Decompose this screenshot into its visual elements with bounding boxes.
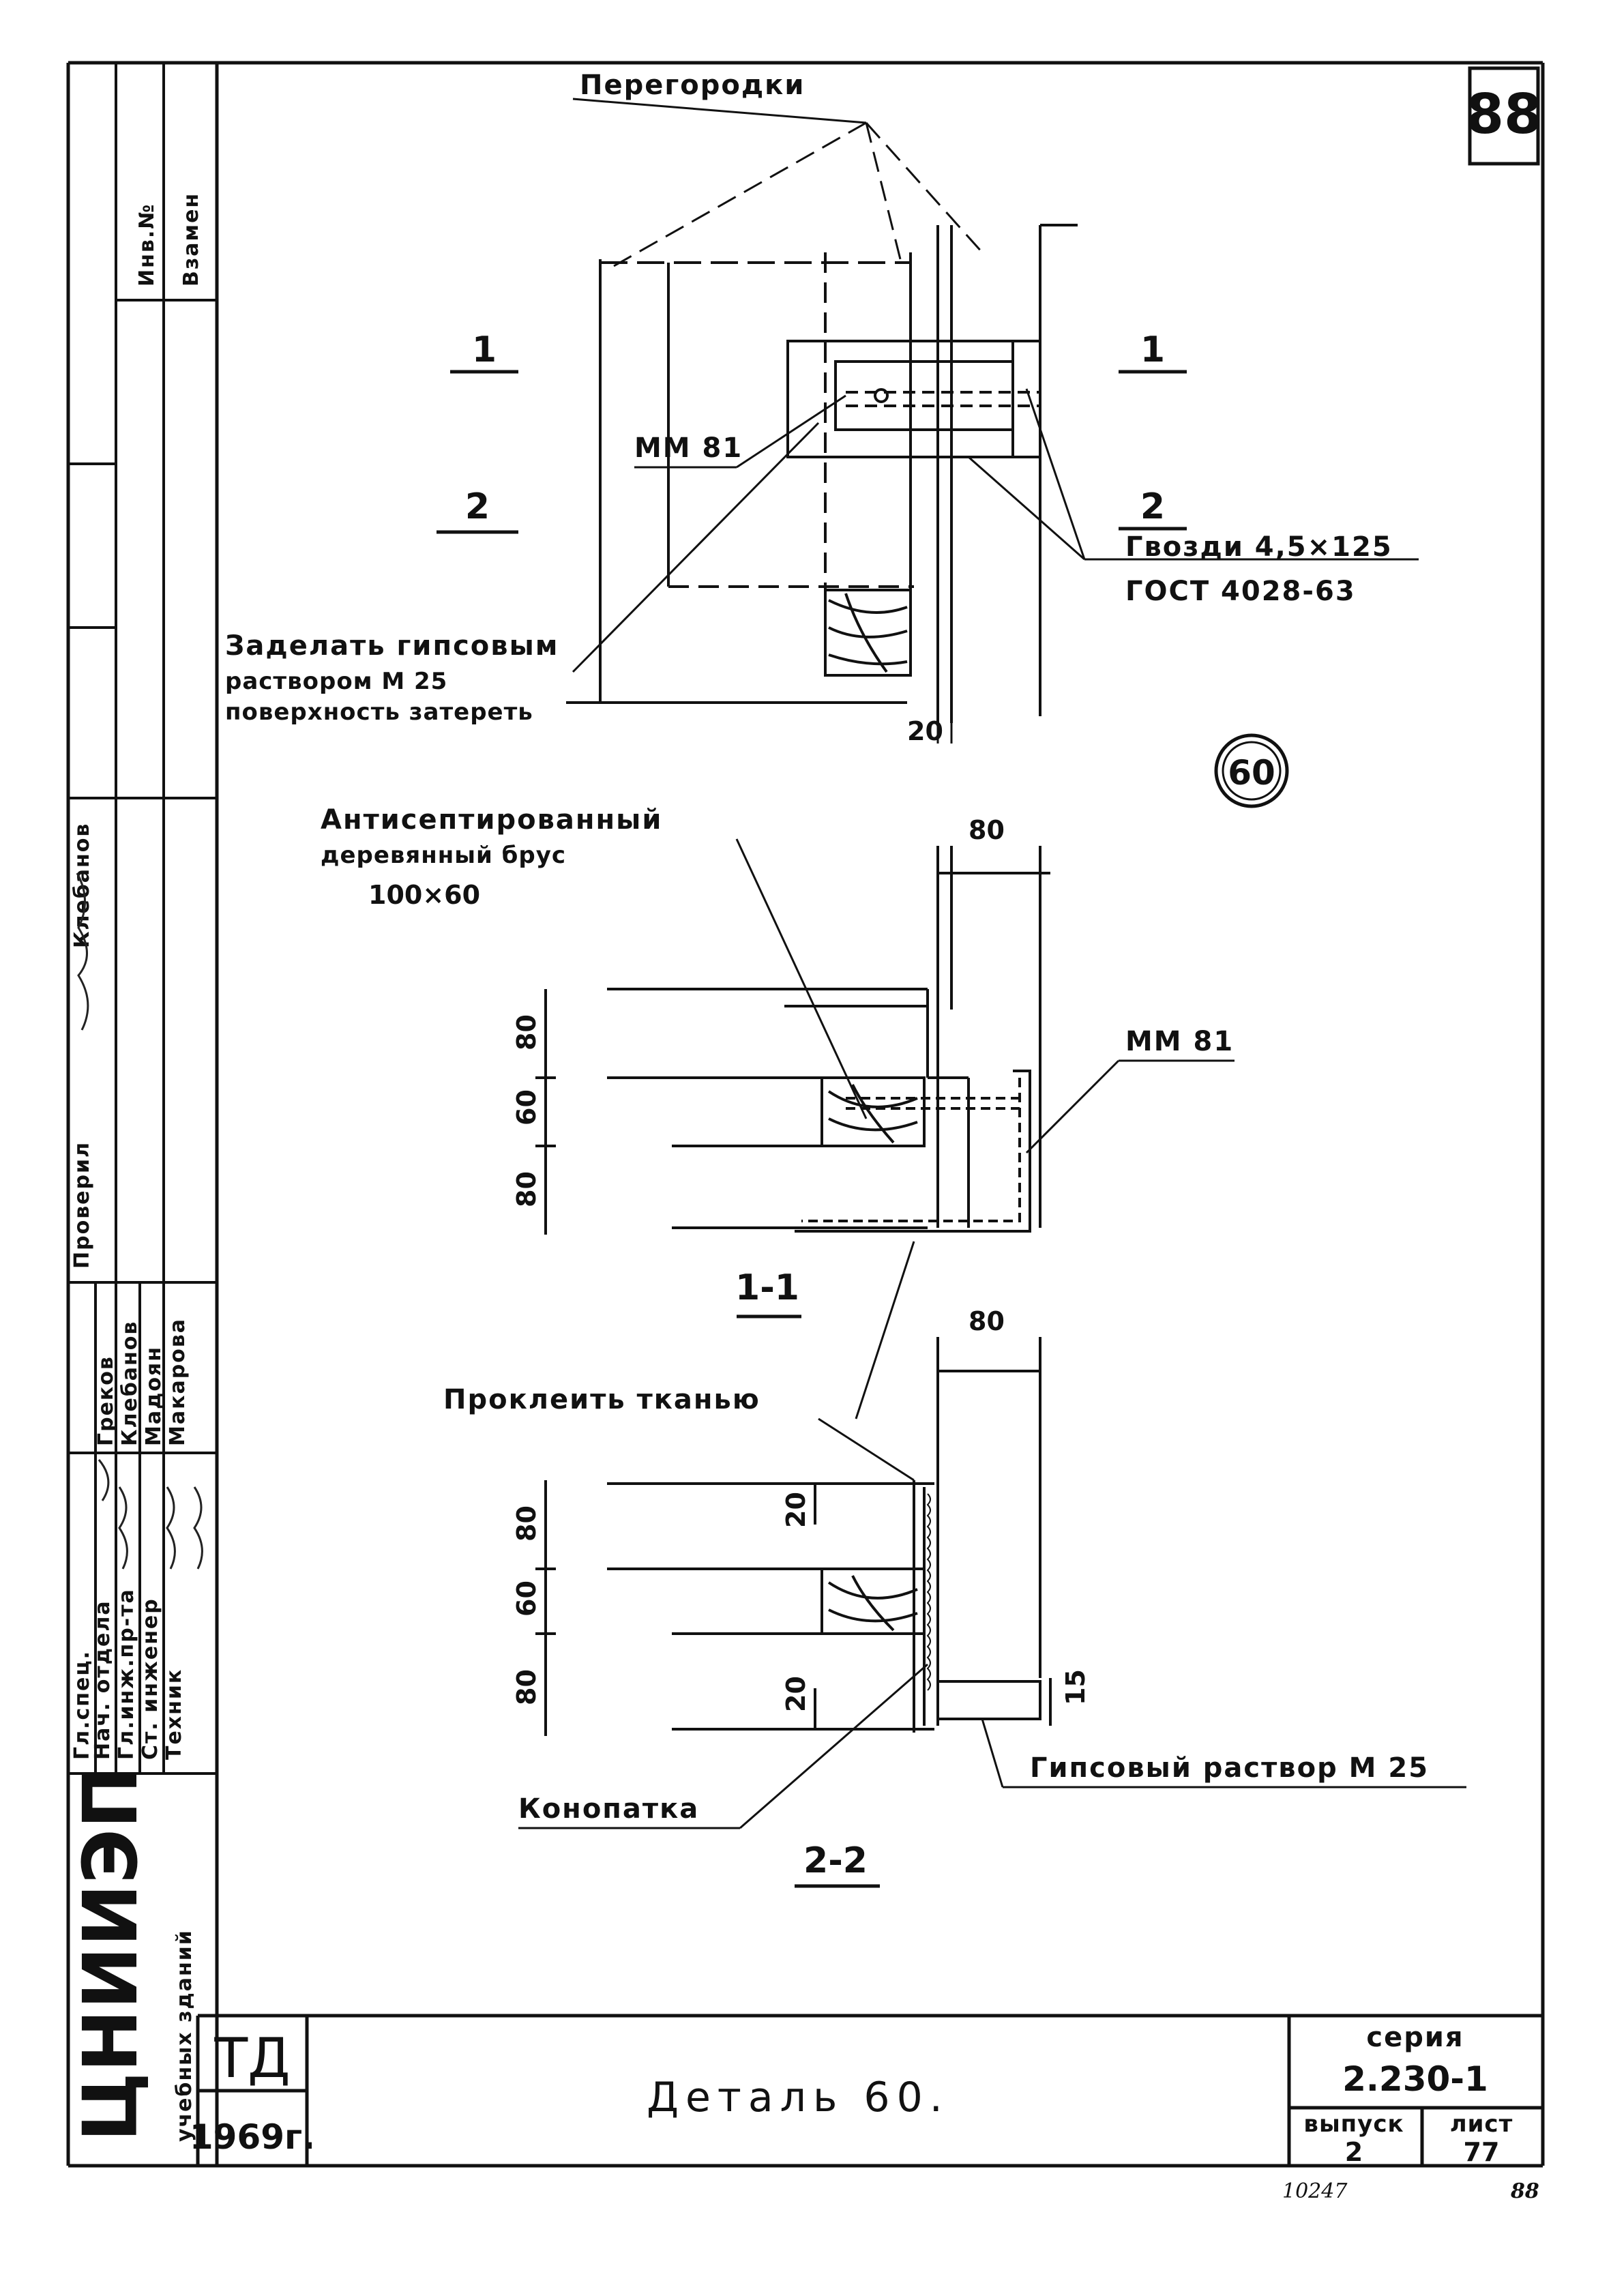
s2-dim-20-top: 20 <box>781 1492 811 1528</box>
s1-dim-top: 80 <box>969 815 1005 845</box>
issue-value: 2 <box>1345 2137 1363 2167</box>
signatures <box>76 872 203 1570</box>
stamp-name-4: Макарова <box>166 1318 190 1446</box>
cut-2-left: 2 <box>465 486 490 527</box>
series-label: серия <box>1366 2022 1464 2053</box>
s1-dim-b: 60 <box>512 1089 542 1125</box>
title-code: ТД <box>213 2027 290 2090</box>
plan-bracket-label: ММ 81 <box>634 432 743 464</box>
s2-dim-top: 80 <box>969 1306 1005 1336</box>
s2-dim-c: 80 <box>512 1669 542 1705</box>
fabric-label: Проклеить тканью <box>443 1384 760 1415</box>
gypsum-mortar-label: Гипсовый раствор М 25 <box>1030 1752 1429 1784</box>
footer-page-number: 88 <box>1510 2179 1539 2203</box>
section-2-title: 2-2 <box>803 1840 868 1881</box>
s2-dim-15: 15 <box>1061 1669 1091 1705</box>
beam-line-2: деревянный брус <box>321 842 566 869</box>
archive-number: 10247 <box>1282 2179 1348 2203</box>
cut-1-right: 1 <box>1140 329 1165 370</box>
gypsum-line-2: раствором М 25 <box>225 668 447 695</box>
s2-dim-b: 60 <box>512 1580 542 1617</box>
plan-dim-20: 20 <box>907 716 943 746</box>
plan-view: Перегородки 1 1 2 2 ММ 81 Гвозди 4,5×125… <box>225 70 1419 808</box>
gost-label: ГОСТ 4028-63 <box>1125 576 1356 607</box>
stamp-name-3: Мадоян <box>142 1346 166 1446</box>
stamp-replace: Взамен <box>179 192 203 286</box>
gypsum-line-3: поверхность затереть <box>225 698 533 726</box>
nails-label: Гвозди 4,5×125 <box>1125 531 1393 563</box>
caulk-label: Конопатка <box>518 1793 699 1825</box>
cut-1-left: 1 <box>472 329 497 370</box>
stamp-st-ing: Ст. инженер <box>138 1598 162 1760</box>
gypsum-line-1: Заделать гипсовым <box>225 630 559 662</box>
detail-marker: 60 <box>1228 753 1275 793</box>
page-number: 88 <box>1466 83 1541 146</box>
stamp-tech: Техник <box>162 1668 186 1760</box>
section-2-2: Проклеить тканью 80 80 60 80 20 20 15 Ко… <box>443 1241 1466 1888</box>
stamp-name-1: Греков <box>94 1355 118 1446</box>
title-year: 1969г. <box>190 2117 315 2157</box>
sheet-frame <box>66 61 1545 2168</box>
sheet-value: 77 <box>1464 2137 1500 2167</box>
stamp-gl-spec: Гл.спец. <box>70 1650 94 1760</box>
beam-line-1: Антисептированный <box>321 804 662 836</box>
stamp-name-2: Клебанов <box>118 1321 142 1446</box>
stamp-checked: Проверил <box>70 1141 94 1269</box>
s2-dim-20-bottom: 20 <box>781 1676 811 1712</box>
section-1-1: Антисептированный деревянный брус 100×60… <box>321 804 1235 1319</box>
s1-bracket-label: ММ 81 <box>1125 1026 1234 1057</box>
drawing-title: Деталь 60. <box>647 2074 949 2121</box>
stamp-gl-ing: Гл.инж.пр-та <box>115 1588 138 1760</box>
issue-label: выпуск <box>1303 2110 1404 2138</box>
cut-2-right: 2 <box>1140 486 1165 527</box>
section-1-title: 1-1 <box>735 1267 799 1308</box>
side-stamp: Взамен Инв.№ Проверил Клебанов Нач. отде… <box>67 63 217 2142</box>
s2-dim-a: 80 <box>512 1505 542 1542</box>
page-number-box: 88 <box>1466 66 1542 166</box>
stamp-chief-dept: Нач. отдела <box>91 1600 115 1760</box>
org-name: ЦНИИЭП <box>67 1766 154 2142</box>
title-block: ТД 1969г. Деталь 60. серия 2.230-1 выпус… <box>190 2014 1543 2167</box>
org-subtitle: учебных зданий <box>173 1929 196 2142</box>
series-value: 2.230-1 <box>1342 2059 1488 2099</box>
stamp-inv: Инв.№ <box>135 203 159 286</box>
sheet-label: лист <box>1450 2110 1513 2138</box>
beam-line-3: 100×60 <box>368 880 480 910</box>
partitions-label: Перегородки <box>580 70 805 101</box>
s1-dim-c: 80 <box>512 1171 542 1207</box>
s1-dim-a: 80 <box>512 1014 542 1050</box>
